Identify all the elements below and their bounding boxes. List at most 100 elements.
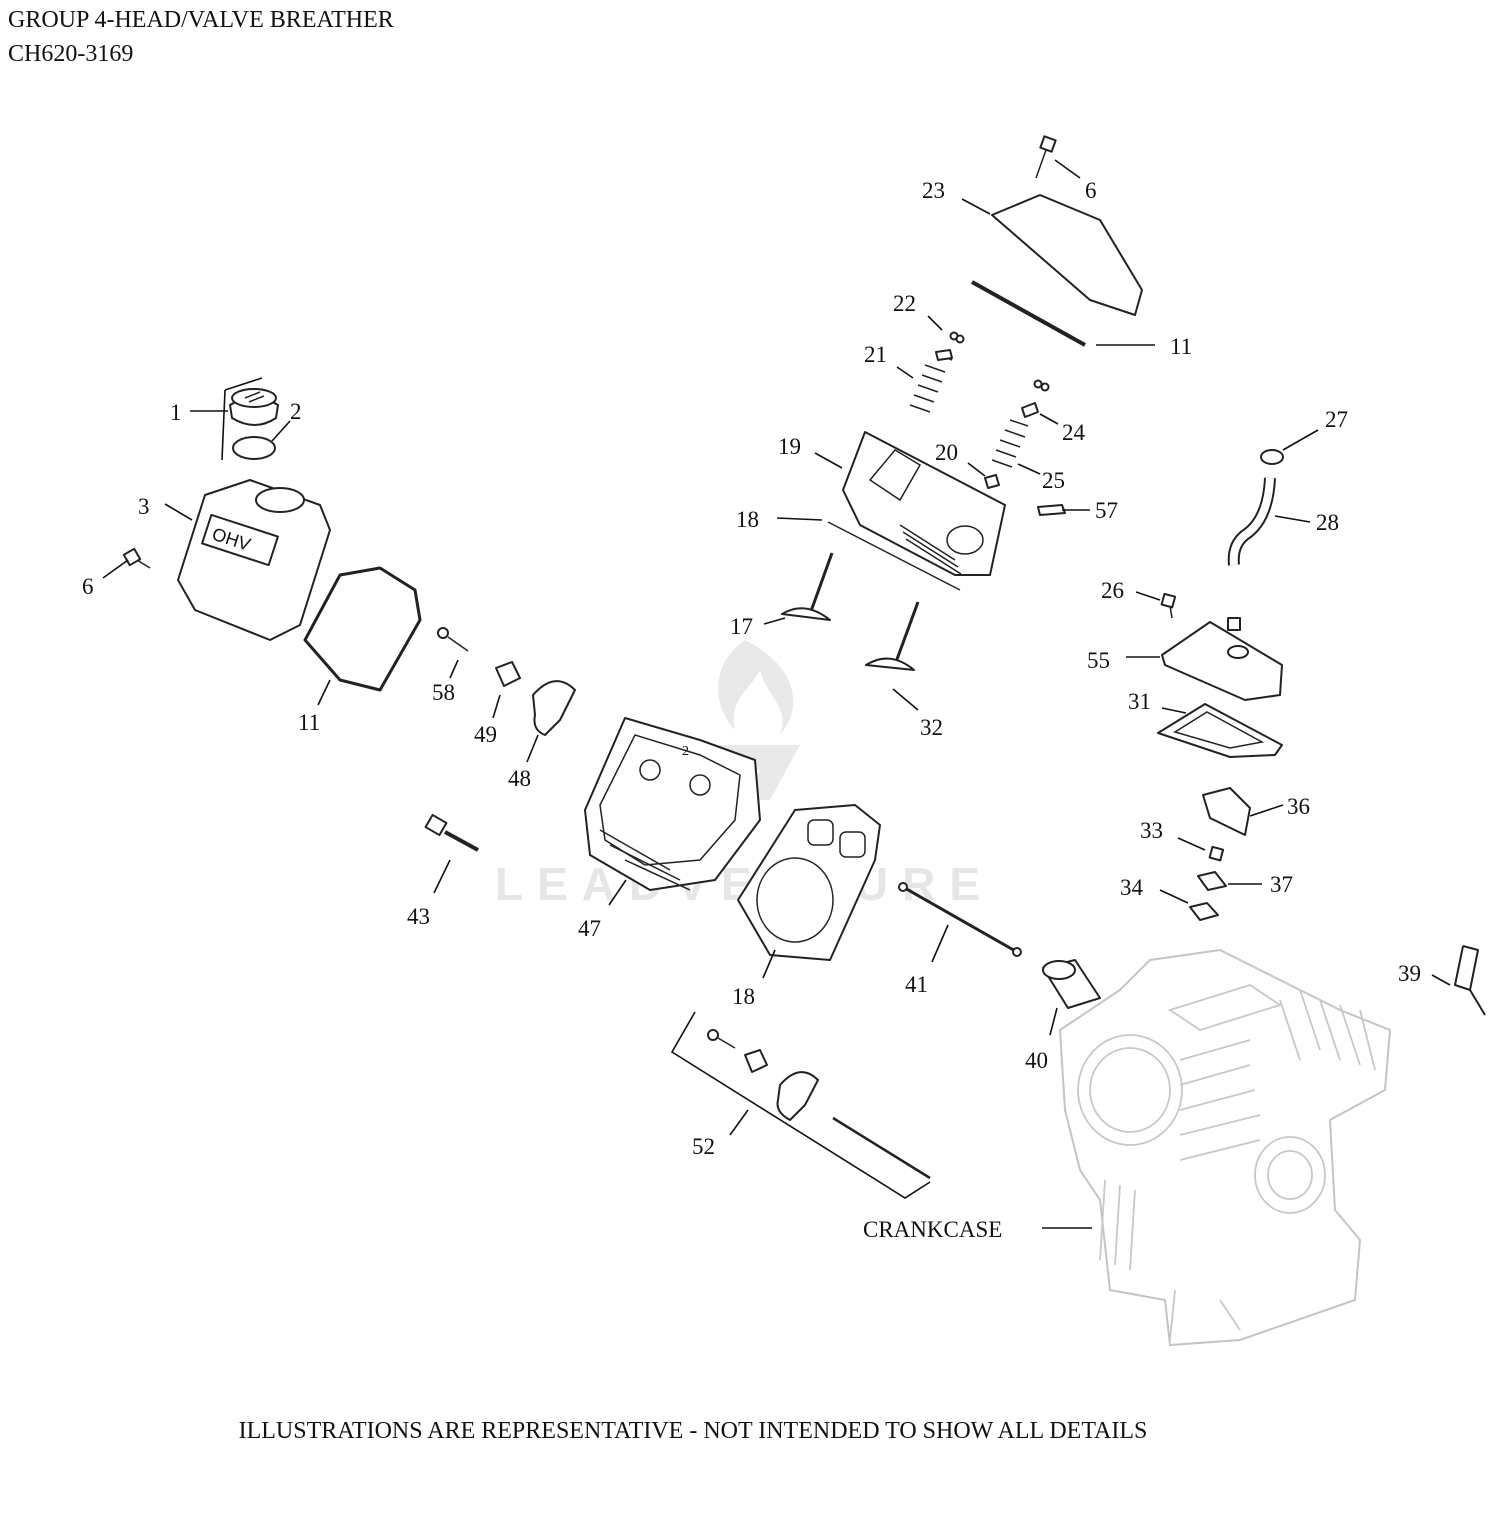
- upper-cylinder-head-part[interactable]: [842, 431, 1006, 576]
- leader-27: [1282, 429, 1319, 451]
- cylinder-head-part[interactable]: 2: [584, 717, 761, 891]
- cover-screw-part[interactable]: [122, 547, 151, 569]
- oil-fill-cap-part[interactable]: [229, 388, 279, 426]
- leader-11-left: [317, 679, 331, 706]
- valve-spring-left-part[interactable]: [909, 349, 953, 413]
- callout-55: 55: [1087, 648, 1110, 673]
- leader-18-lower: [762, 949, 776, 979]
- rocker-pivot-part[interactable]: [495, 661, 521, 687]
- rocker-cover-part[interactable]: [991, 194, 1143, 316]
- leader-52: [729, 1109, 749, 1136]
- valve-cover-part[interactable]: OHV: [177, 479, 331, 641]
- callout-52: 52: [692, 1134, 715, 1159]
- leader-58: [449, 659, 459, 679]
- callout-27: 27: [1325, 407, 1348, 432]
- clip-part[interactable]: [1197, 871, 1227, 891]
- callout-23: 23: [922, 178, 945, 203]
- leader-19: [814, 452, 843, 469]
- valve-keepers-part[interactable]: [949, 331, 965, 344]
- callout-19: 19: [778, 434, 801, 459]
- breather-cover-part[interactable]: [1161, 617, 1283, 701]
- top-gasket-part[interactable]: [971, 280, 1086, 347]
- callout-49: 49: [474, 722, 497, 747]
- callout-25: 25: [1042, 468, 1065, 493]
- rocker-arm-part[interactable]: [532, 680, 576, 736]
- callout-47: 47: [578, 916, 601, 941]
- callout-40: 40: [1025, 1048, 1048, 1073]
- breather-hose-part[interactable]: [1227, 477, 1276, 566]
- callout-2: 2: [290, 399, 302, 424]
- callout-20: 20: [935, 440, 958, 465]
- leader-41: [931, 924, 949, 963]
- callout-18-lower: 18: [732, 984, 755, 1009]
- callout-1: 1: [170, 400, 182, 425]
- rocker-kit-part[interactable]: [670, 1011, 931, 1199]
- hose-clamp-part[interactable]: [1260, 449, 1284, 465]
- leader-25: [1017, 463, 1041, 475]
- hydraulic-lifter-part[interactable]: [1042, 959, 1101, 1009]
- callout-58: 58: [432, 680, 455, 705]
- head-gasket-part[interactable]: [737, 804, 881, 961]
- exhaust-valve-part[interactable]: [865, 601, 920, 671]
- spring-retainer-part[interactable]: [1021, 379, 1050, 418]
- leader-21: [896, 366, 914, 379]
- intake-valve-part[interactable]: [781, 552, 834, 621]
- leader-47: [608, 879, 627, 906]
- leader-6-top: [1054, 159, 1081, 179]
- callout-36: 36: [1287, 794, 1310, 819]
- breather-reed-part[interactable]: [1037, 504, 1066, 516]
- cover-gasket-part[interactable]: [303, 566, 422, 692]
- leader-2: [271, 420, 291, 442]
- callout-6-left: 6: [82, 574, 94, 599]
- top-screw-part[interactable]: [1035, 135, 1057, 179]
- valve-stem-seal-part[interactable]: [984, 474, 1000, 489]
- bracket-cap-group: [221, 377, 263, 461]
- label-crankcase: CRANKCASE: [863, 1217, 1002, 1242]
- leader-34: [1159, 889, 1189, 904]
- leader-49: [492, 694, 501, 719]
- callout-26: 26: [1101, 578, 1124, 603]
- crankcase-ghost: [1058, 948, 1392, 1347]
- callout-41: 41: [905, 972, 928, 997]
- leader-3: [164, 503, 193, 521]
- stud-part[interactable]: [437, 627, 469, 652]
- bracket-part[interactable]: [1454, 945, 1486, 1016]
- plate-part[interactable]: [1189, 902, 1219, 921]
- callout-37: 37: [1270, 872, 1293, 897]
- push-rod-part[interactable]: [898, 882, 1022, 957]
- leader-33: [1177, 837, 1206, 851]
- leader-26: [1135, 591, 1161, 601]
- callout-22: 22: [893, 291, 916, 316]
- leader-20: [967, 462, 986, 477]
- leader-6-left: [102, 559, 129, 579]
- callout-21: 21: [864, 342, 887, 367]
- breather-baffle-part[interactable]: [1202, 787, 1251, 836]
- callout-43: 43: [407, 904, 430, 929]
- callout-31: 31: [1128, 689, 1151, 714]
- callout-57: 57: [1095, 498, 1118, 523]
- upper-head-gasket-part[interactable]: [827, 521, 961, 591]
- callout-6-top: 6: [1085, 178, 1097, 203]
- valve-spring-right-part[interactable]: [991, 419, 1029, 468]
- leader-40: [1049, 1007, 1058, 1036]
- o-ring-part[interactable]: [232, 436, 276, 460]
- callout-48: 48: [508, 766, 531, 791]
- baffle-screw-part[interactable]: [1208, 845, 1225, 862]
- breather-screw-part[interactable]: [1160, 592, 1177, 619]
- head-bolt-part[interactable]: [424, 813, 479, 852]
- leader-28: [1274, 515, 1311, 523]
- breather-gasket-part[interactable]: [1157, 703, 1283, 758]
- leader-18-upper: [776, 517, 823, 521]
- callout-33: 33: [1140, 818, 1163, 843]
- callout-28: 28: [1316, 510, 1339, 535]
- callout-17: 17: [730, 614, 753, 639]
- callout-3: 3: [138, 494, 150, 519]
- callout-39: 39: [1398, 961, 1421, 986]
- callout-11-top: 11: [1170, 334, 1192, 359]
- callout-18-upper: 18: [736, 507, 759, 532]
- leader-36: [1249, 804, 1284, 817]
- callout-11-left: 11: [298, 710, 320, 735]
- leader-24: [1039, 413, 1059, 425]
- leader-17: [763, 617, 786, 625]
